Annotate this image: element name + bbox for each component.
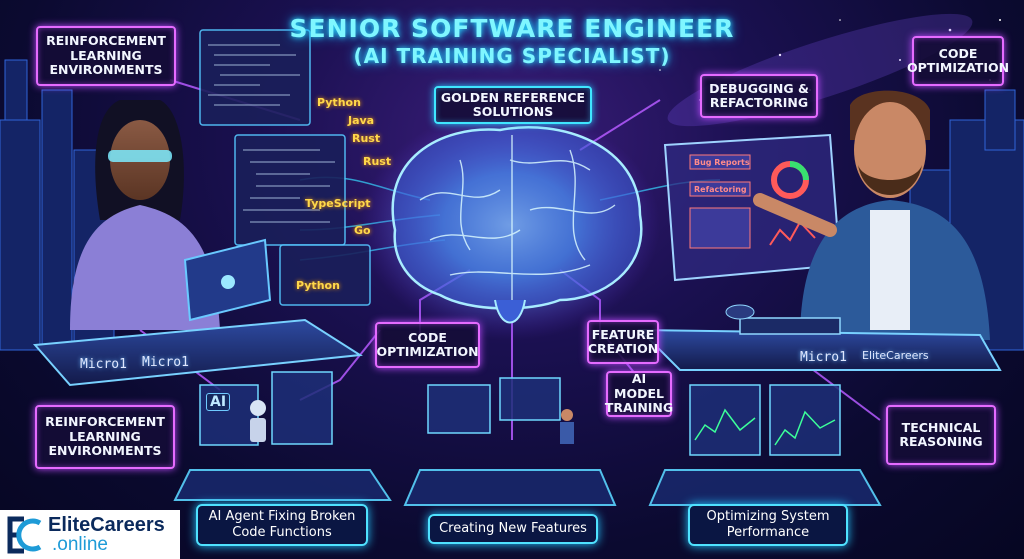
caption-new-features: Creating New Features xyxy=(428,514,598,544)
brain xyxy=(360,110,660,340)
tag-code-optimization-mid: CODE OPTIMIZATION xyxy=(375,322,480,368)
robot-and-coder xyxy=(250,400,574,444)
logo-line2: .online xyxy=(52,534,108,555)
lang-label: TypeScript xyxy=(305,197,371,210)
tag-code-optimization-top: CODE OPTIMIZATION xyxy=(907,36,1009,86)
page-subtitle: (AI TRAINING SPECIALIST) xyxy=(353,44,671,68)
ai-badge: AI xyxy=(206,393,231,411)
tag-ai-model-training: AI MODEL TRAINING xyxy=(604,371,674,417)
elitecareers-logo[interactable]: EliteCareers .online xyxy=(0,510,180,559)
tag-rl-environments-top: REINFORCEMENT LEARNING ENVIRONMENTS xyxy=(36,26,176,86)
page-title: SENIOR SOFTWARE ENGINEER xyxy=(289,14,735,43)
tag-technical-reasoning: TECHNICAL REASONING xyxy=(886,405,996,465)
holo-screen-right xyxy=(663,133,842,282)
ec-logo-icon xyxy=(7,516,42,553)
desk-label-left-1: Micro1 xyxy=(80,357,127,372)
lang-label: Java xyxy=(348,114,375,127)
bug-reports-label: Bug Reports xyxy=(694,158,750,167)
lang-label: Rust xyxy=(352,132,381,145)
desk-label-left-2: Micro1 xyxy=(142,355,189,370)
bottom-platforms xyxy=(173,469,882,506)
desk-label-right-1: Micro1 xyxy=(800,350,847,365)
desks xyxy=(32,304,1002,387)
tag-debugging-refactoring: DEBUGGING & REFACTORING xyxy=(700,74,818,118)
lang-label: Rust xyxy=(363,155,392,168)
tag-golden-reference: GOLDEN REFERENCE SOLUTIONS xyxy=(434,86,592,124)
refactoring-label: Refactoring xyxy=(694,185,747,194)
lang-label: Go xyxy=(354,224,371,237)
woman-illustration xyxy=(70,100,272,330)
lang-label: Python xyxy=(296,279,340,292)
lang-label: Python xyxy=(317,96,361,109)
bottom-screens xyxy=(199,371,841,456)
logo-line1: EliteCareers xyxy=(48,514,165,536)
tag-feature-creation: FEATURE CREATION xyxy=(587,320,659,364)
desk-label-right-2: EliteCareers xyxy=(862,349,929,362)
tag-rl-environments-bottom: REINFORCEMENT LEARNING ENVIRONMENTS xyxy=(35,405,175,469)
caption-ai-agent: AI Agent Fixing Broken Code Functions xyxy=(196,504,368,546)
caption-optimizing: Optimizing System Performance xyxy=(688,504,848,546)
man-illustration xyxy=(753,90,990,340)
